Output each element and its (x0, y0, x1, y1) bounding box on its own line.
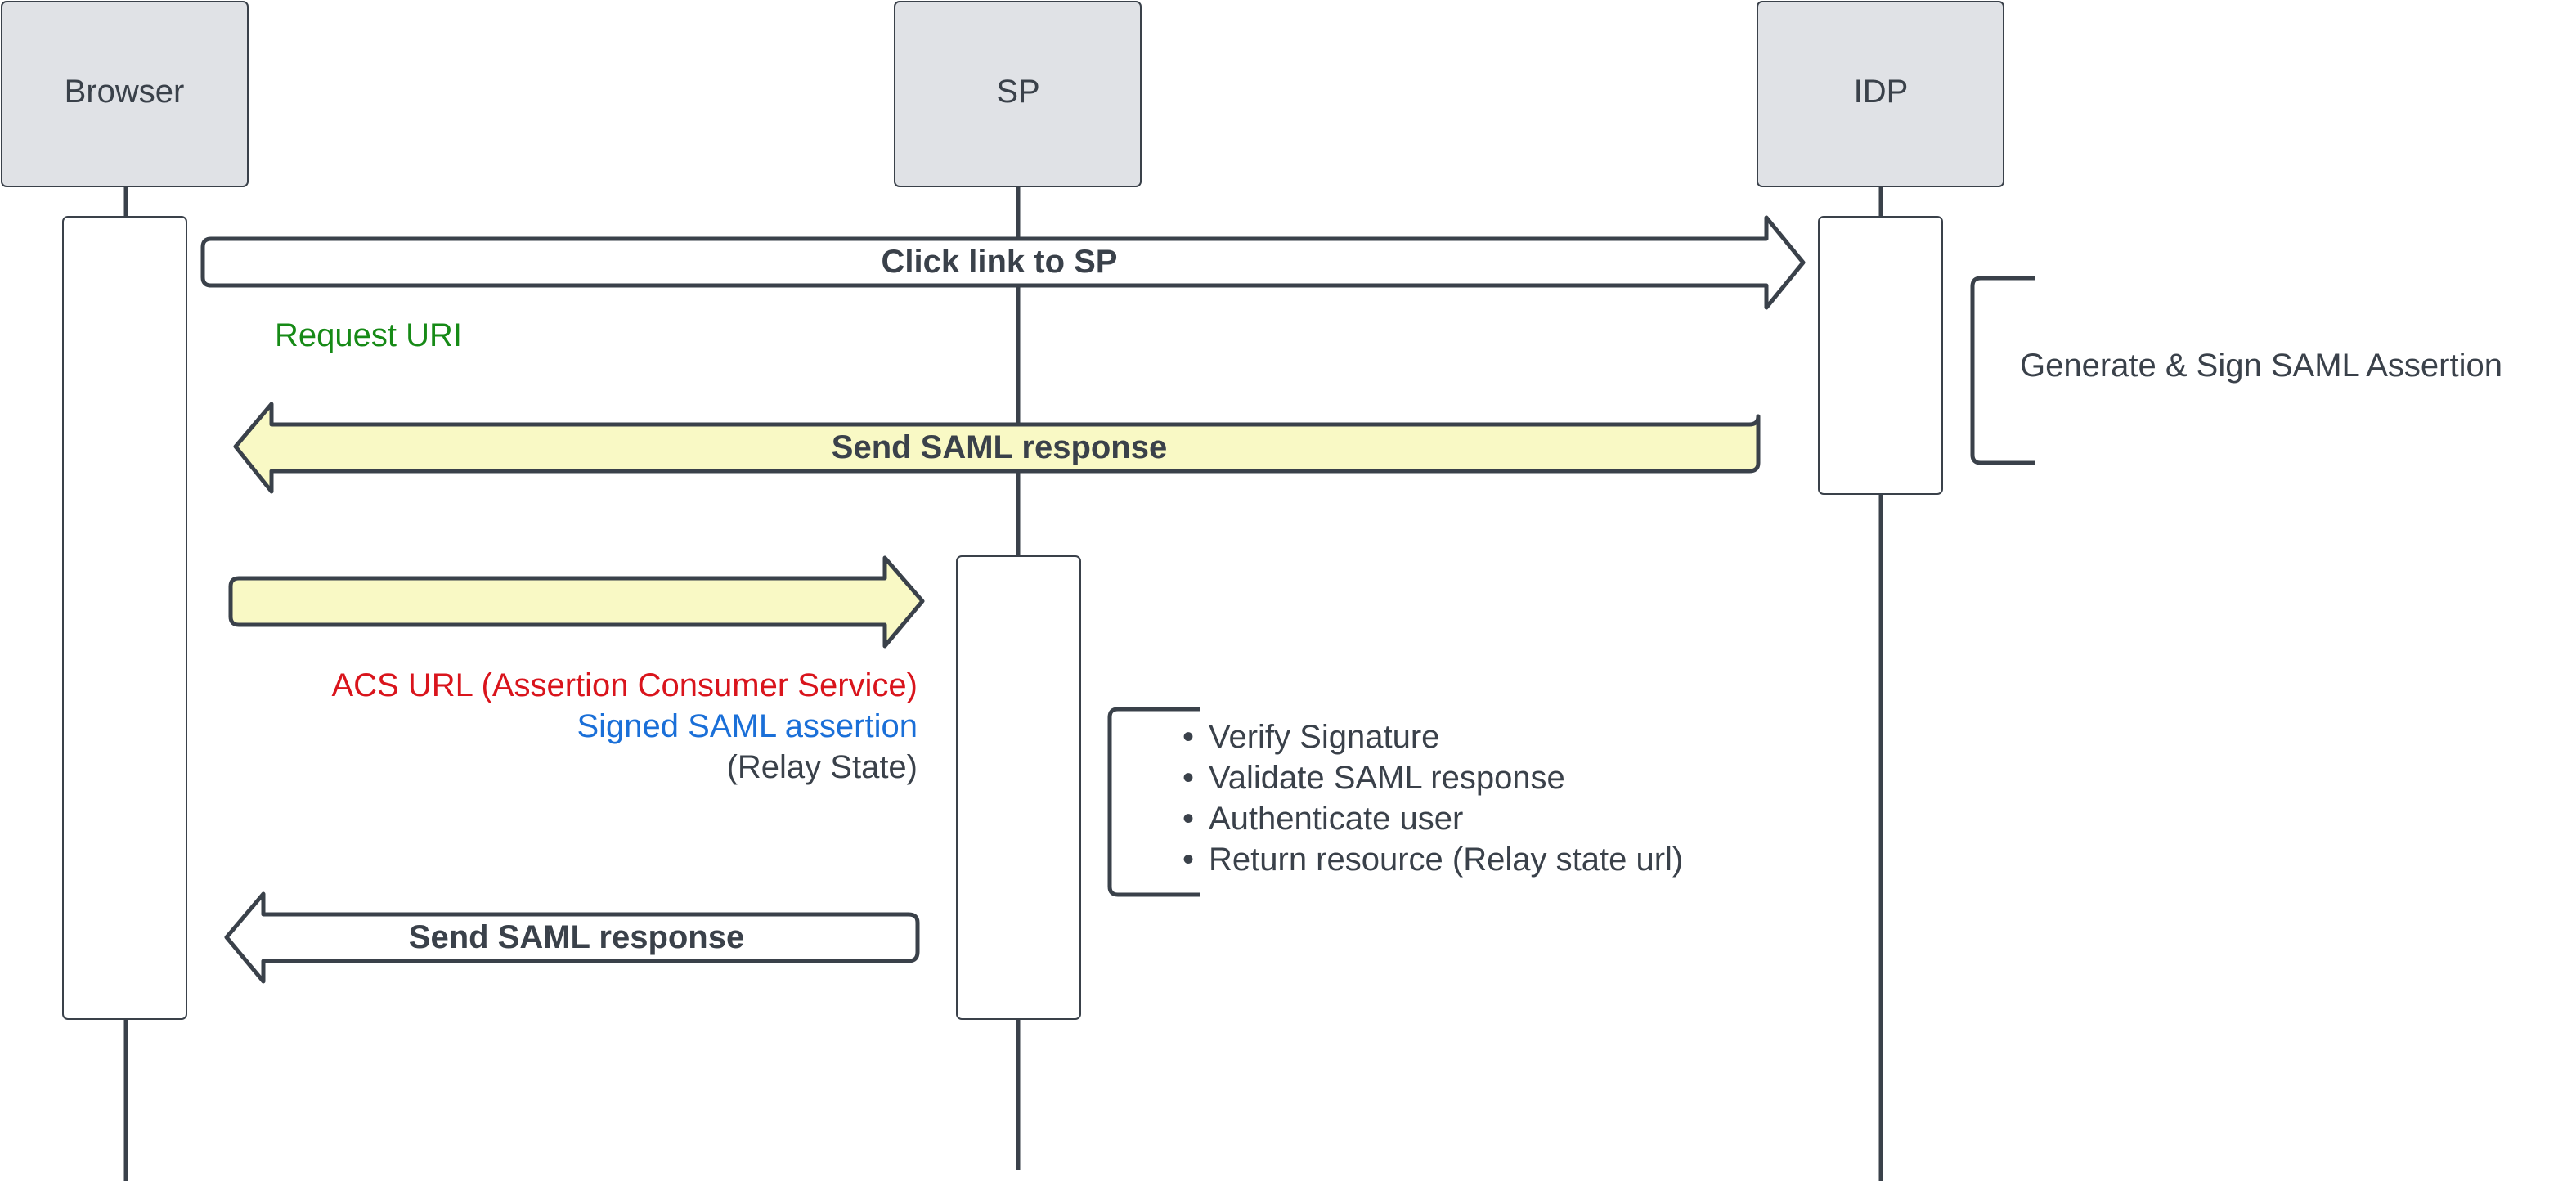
participant-sp: SP (894, 1, 1142, 187)
sp-steps-list: • Verify Signature • Validate SAML respo… (1183, 719, 1683, 878)
message-send-saml-response-arrow: Send SAML response (233, 402, 1761, 494)
participant-browser-label: Browser (65, 74, 185, 110)
sp-step-bullet: • (1183, 801, 1194, 837)
idp-activation (1818, 216, 1943, 495)
sp-step-bullet: • (1183, 719, 1194, 755)
note-request-uri: Request URI (275, 317, 462, 353)
participant-sp-label: SP (996, 74, 1039, 110)
sp-step-verify-signature: Verify Signature (1209, 719, 1439, 755)
participant-idp: IDP (1757, 1, 2004, 187)
sp-note-bracket (1107, 707, 1200, 897)
message-send-saml-response-2-arrow: Send SAML response (224, 891, 920, 984)
sp-step-validate-response: Validate SAML response (1209, 760, 1565, 796)
message-post-assertion-arrow (228, 555, 925, 649)
browser-activation (62, 216, 187, 1020)
idp-note-bracket (1970, 276, 2035, 465)
sp-activation (956, 555, 1081, 1020)
sp-step-bullet: • (1183, 760, 1194, 796)
sp-step-bullet: • (1183, 842, 1194, 878)
message-send-saml-response-label: Send SAML response (832, 429, 1167, 465)
sp-step-authenticate-user: Authenticate user (1209, 801, 1463, 837)
participant-browser: Browser (1, 1, 249, 187)
message-send-saml-response-2-label: Send SAML response (409, 919, 744, 955)
sp-step-return-resource: Return resource (Relay state url) (1209, 842, 1683, 878)
note-relay-state: (Relay State) (727, 749, 918, 785)
message-click-link-label: Click link to SP (882, 244, 1118, 280)
participant-idp-label: IDP (1854, 74, 1909, 110)
note-acs-url: ACS URL (Assertion Consumer Service) (331, 667, 918, 703)
note-generate-sign: Generate & Sign SAML Assertion (2020, 348, 2502, 384)
message-click-link-arrow: Click link to SP (200, 215, 1806, 310)
note-signed-assertion: Signed SAML assertion (577, 708, 918, 744)
